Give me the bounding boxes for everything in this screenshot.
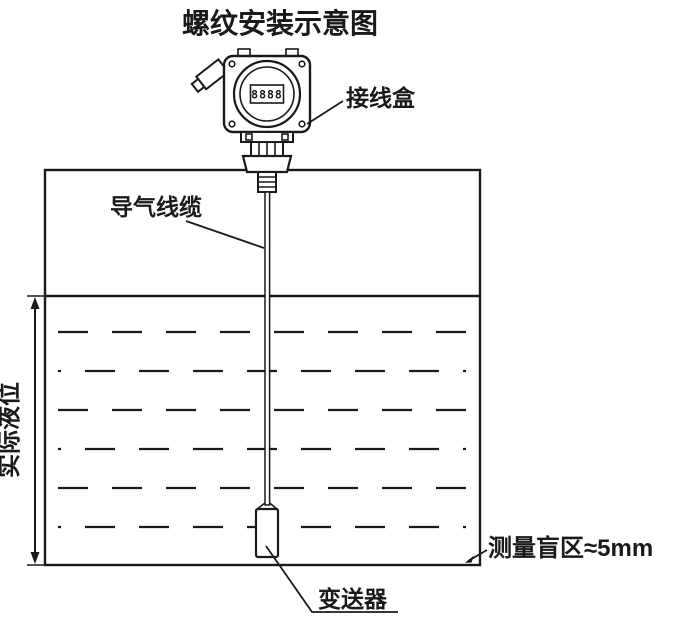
actual-level-label: 实际液位 bbox=[0, 382, 23, 478]
junction-box-label: 接线盒 bbox=[346, 85, 416, 111]
flange-bolt-icon bbox=[281, 133, 289, 141]
display-bezel-inner bbox=[239, 66, 295, 122]
corner-screw-icon bbox=[298, 60, 306, 68]
display-bezel-outer bbox=[232, 59, 302, 129]
flange-bolt-icon bbox=[245, 133, 253, 141]
probe bbox=[254, 502, 280, 559]
gland-cap bbox=[190, 77, 206, 94]
level-dimension: 实际液位 bbox=[0, 295, 45, 566]
cable-gland bbox=[190, 57, 230, 94]
transmitter-label: 变送器 bbox=[318, 586, 388, 612]
hex-nut bbox=[241, 154, 293, 174]
air-cable-callout: 导气线缆 bbox=[110, 194, 265, 249]
lcd-display bbox=[249, 84, 285, 104]
junction-box-callout: 接线盒 bbox=[306, 85, 416, 125]
liquid-dashes bbox=[58, 330, 466, 529]
diagram-title: 螺纹安装示意图 bbox=[182, 7, 378, 39]
air-cable-leader bbox=[185, 220, 265, 249]
blind-zone-label: 测量盲区≈5mm bbox=[488, 534, 653, 562]
lcd-digits: 8888 bbox=[251, 88, 283, 102]
air-cable-label: 导气线缆 bbox=[110, 194, 202, 220]
transmitter-callout: 变送器 bbox=[265, 545, 398, 613]
blind-zone-callout: 测量盲区≈5mm bbox=[465, 534, 653, 563]
blind-zone-arrow-icon bbox=[465, 555, 474, 563]
transmitter-leader bbox=[265, 545, 398, 613]
arrow-down-icon bbox=[30, 552, 40, 564]
junction-box-leader bbox=[306, 100, 344, 125]
corner-screw-icon bbox=[298, 120, 306, 128]
transmitter-head: 8888 bbox=[190, 48, 312, 193]
air-guide-cable bbox=[264, 191, 271, 506]
probe-body bbox=[254, 507, 280, 559]
arrow-up-icon bbox=[30, 297, 40, 309]
corner-screw-icon bbox=[228, 120, 236, 128]
corner-screw-icon bbox=[228, 60, 236, 68]
